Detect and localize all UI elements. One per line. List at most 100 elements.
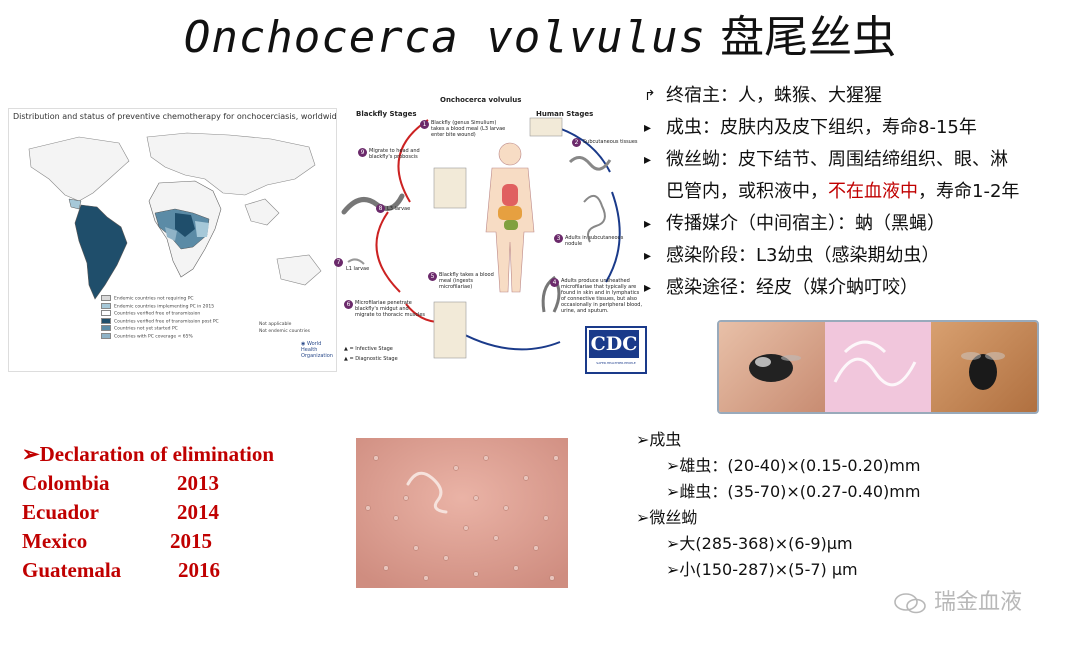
- cdc-logo: CDC SAFER·HEALTHIER·PEOPLE: [585, 326, 647, 374]
- l1-larva-shape: [347, 258, 365, 265]
- step-label: Migrate to head and blackfly's proboscis: [369, 148, 420, 160]
- fact-item: ▸传播媒介（中间宿主）：蚋（黑蝇）: [640, 208, 1080, 240]
- size-small: ➢小(150-287)×(5-7) μm: [666, 560, 858, 579]
- size-female: ➢雌虫：(35-70)×(0.27-0.40)mm: [666, 482, 921, 501]
- step-number: 8: [376, 204, 385, 213]
- step-label: L3 larvae: [387, 206, 411, 212]
- step-label: L1 larvae: [346, 266, 370, 272]
- watermark-text: 瑞金血液: [934, 590, 1023, 615]
- step-number: 5: [428, 272, 437, 281]
- triangle-bullet-icon: ▸: [644, 280, 652, 296]
- legend-entry: Endemic countries not requiring PC: [101, 295, 219, 303]
- arrow-bullet-icon: ➢: [636, 508, 650, 527]
- central-america-shape: [68, 198, 82, 210]
- legend-entry: Countries verified free of transmission: [101, 310, 219, 318]
- arrow-bullet-icon: ➢: [636, 430, 650, 449]
- human-stages-header: Human Stages: [536, 110, 594, 118]
- title-latin: Onchocerca volvulus: [183, 12, 707, 63]
- step-label: Adults in subcutaneous nodule: [565, 235, 624, 247]
- map-legend: Endemic countries not requiring PC Endem…: [101, 295, 219, 340]
- who-logo: ◉ World Health Organization: [301, 341, 333, 359]
- triangle-bullet-icon: ▸: [644, 152, 652, 168]
- key-diagnostic: ▲ = Diagnostic Stage: [344, 356, 398, 362]
- wechat-icon: [894, 593, 926, 614]
- legend-entry: Countries not yet started PC: [101, 325, 219, 333]
- microscopy-graphic: [356, 438, 568, 588]
- fact-item-continued: 巴管内，或积液中，不在血液中，寿命1-2年: [666, 181, 1020, 202]
- title-chinese: 盘尾丝虫: [720, 12, 897, 63]
- arrow-bullet-icon: ➢: [666, 560, 680, 579]
- size-heading-micro: ➢微丝蚴: [636, 508, 698, 527]
- north-america-shape: [28, 136, 130, 202]
- watermark: 瑞金血液: [893, 584, 1022, 616]
- fact-item: ▸感染阶段：L3幼虫（感染期幼虫）: [640, 240, 1080, 272]
- size-large: ➢大(285-368)×(6-9)μm: [666, 534, 853, 553]
- step-label: Microfilariae penetrate blackfly's midgu…: [355, 300, 426, 318]
- latin-america-endemic: [74, 204, 128, 300]
- step-number: 9: [358, 148, 367, 157]
- eurasia-shape: [146, 132, 316, 196]
- africa-endemic-light: [195, 221, 209, 237]
- microfilariae-stain-photo: [825, 322, 931, 412]
- triangle-bullet-icon: ▸: [644, 120, 652, 136]
- triangle-bullet-icon: ▸: [644, 216, 652, 232]
- specimen-photos: [717, 320, 1039, 414]
- key-infective: ▲ = Infective Stage: [344, 346, 393, 352]
- elimination-heading: ➢Declaration of elimination: [22, 442, 275, 466]
- map-legend-right: Not applicable Not endemic countries: [259, 322, 311, 334]
- fact-item: ▸感染途径：经皮（媒介蚋叮咬）: [640, 272, 1080, 304]
- blackfly-closeup-photo: [931, 322, 1037, 412]
- fact-item: ▸成虫：皮肤内及皮下组织，寿命8-15年: [640, 112, 1080, 144]
- lifecycle-diagram: Onchocerca volvulus Blackfly Stages Huma…: [334, 92, 645, 372]
- lifecycle-graphic: [341, 117, 621, 359]
- blackfly-inset-bottom: [433, 301, 467, 359]
- step-number: 2: [572, 138, 581, 147]
- size-male: ➢雄虫：(20-40)×(0.15-0.20)mm: [666, 456, 921, 475]
- microfilariae-microscopy: [356, 438, 568, 588]
- lifecycle-title: Onchocerca volvulus: [440, 96, 522, 104]
- triangle-bullet-icon: ▸: [644, 248, 652, 264]
- legend-entry: Countries with PC coverage < 65%: [101, 332, 219, 341]
- blackfly-arc-left: [375, 211, 401, 293]
- step-number: 7: [334, 258, 343, 267]
- blackfly-inset-top: [433, 167, 467, 209]
- who-emblem-icon: ◉: [301, 341, 306, 347]
- highlight-not-in-blood: 不在血液中: [828, 181, 918, 202]
- australia-shape: [276, 254, 322, 286]
- arrow-bullet-icon: ➢: [666, 534, 680, 553]
- diagnostic-triangle-icon: ▲: [344, 356, 348, 362]
- size-list: ➢成虫 ➢雄虫：(20-40)×(0.15-0.20)mm ➢雌虫：(35-70…: [636, 427, 920, 583]
- arrow-bullet-icon: ↱: [644, 88, 656, 104]
- slide-title: Onchocerca volvulus 盘尾丝虫: [0, 8, 1080, 68]
- map-title: Distribution and status of preventive ch…: [13, 112, 337, 121]
- fact-item: ↱终宿主：人，蛛猴、大猩猩: [640, 80, 1080, 112]
- arrow-bullet-icon: ➢: [666, 456, 680, 475]
- southeast-asia-shape: [244, 198, 280, 226]
- skin-inset: [529, 117, 563, 137]
- blackfly-on-skin-photo: [719, 322, 825, 412]
- organs: [498, 184, 522, 230]
- step-number: 1: [420, 120, 429, 129]
- step-label: Blackfly takes a blood meal (ingests mic…: [439, 272, 494, 290]
- infective-triangle-icon: ▲: [344, 346, 348, 352]
- fact-item: ▸微丝蚴：皮下结节、周围结缔组织、眼、淋: [640, 144, 1080, 176]
- legend-entry: Endemic countries implementing PC in 201…: [101, 302, 219, 311]
- blackfly-stages-header: Blackfly Stages: [356, 110, 417, 118]
- arrow-bullet-icon: ➢: [22, 442, 40, 466]
- step-number: 6: [344, 300, 353, 309]
- africa-endemic-other: [165, 227, 177, 241]
- subcutaneous-worm-shape: [568, 156, 612, 171]
- adult-nodule-shape: [583, 195, 606, 243]
- human-arc-bottom: [451, 327, 561, 351]
- fact-list: ↱终宿主：人，蛛猴、大猩猩 ▸成虫：皮肤内及皮下组织，寿命8-15年 ▸微丝蚴：…: [640, 80, 1080, 304]
- size-heading-adult: ➢成虫: [636, 430, 682, 449]
- step-label: Blackfly (genus Simulium) takes a blood …: [431, 120, 506, 138]
- step-label: Adults produce unsheathed microfilariae …: [561, 278, 643, 314]
- human-arc-right: [605, 191, 621, 283]
- step-number: 4: [550, 278, 559, 287]
